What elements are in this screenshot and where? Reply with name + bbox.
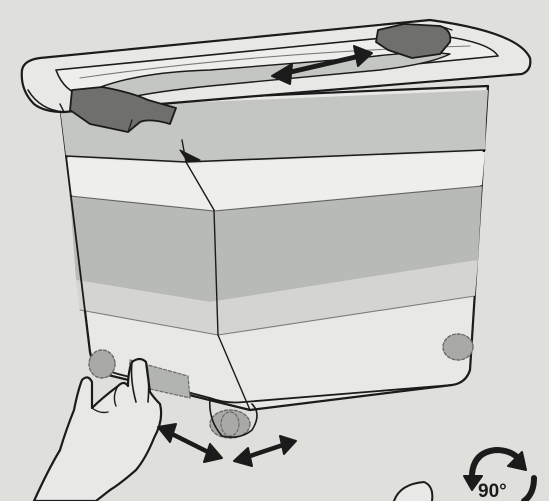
rotation-label: 90° xyxy=(478,481,507,501)
box-body xyxy=(60,86,488,410)
hand-illustration xyxy=(34,359,161,501)
partial-object xyxy=(394,482,432,501)
wheel-front-right xyxy=(210,410,250,438)
rotation-badge: 90° xyxy=(464,450,534,501)
wheel-back-right xyxy=(443,334,473,360)
wheel-front-left xyxy=(89,350,115,378)
